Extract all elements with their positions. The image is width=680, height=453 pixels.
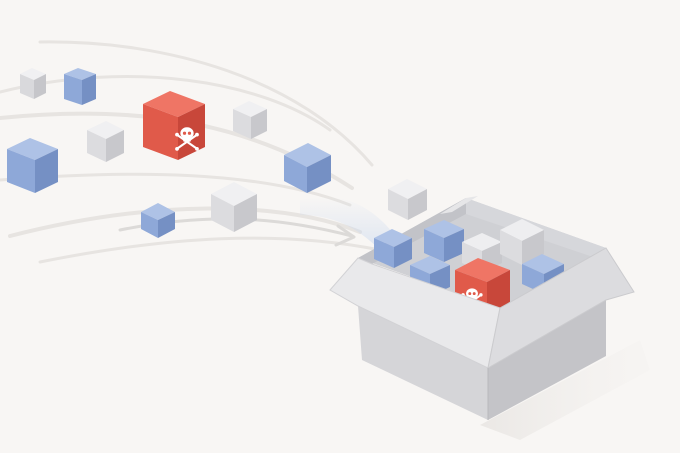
- flying-cubes: [7, 68, 427, 238]
- box-flap-back: [440, 196, 478, 214]
- glow: [300, 196, 392, 250]
- gray-cube: [388, 179, 427, 220]
- blue-cube: [284, 143, 331, 193]
- gray-cube: [233, 101, 267, 139]
- cardboard-box: [329, 196, 635, 420]
- box-flap-right: [487, 247, 635, 369]
- gray-cube: [20, 68, 46, 99]
- blue-cube: [64, 68, 96, 105]
- box-shadow: [480, 340, 650, 440]
- blue-cube: [7, 138, 58, 193]
- box-front-right: [488, 300, 606, 420]
- gray-cube: [211, 182, 257, 232]
- box-front-left: [358, 306, 488, 420]
- gray-cube: [87, 121, 124, 162]
- blue-cube: [141, 203, 175, 238]
- red-cube: [143, 91, 205, 160]
